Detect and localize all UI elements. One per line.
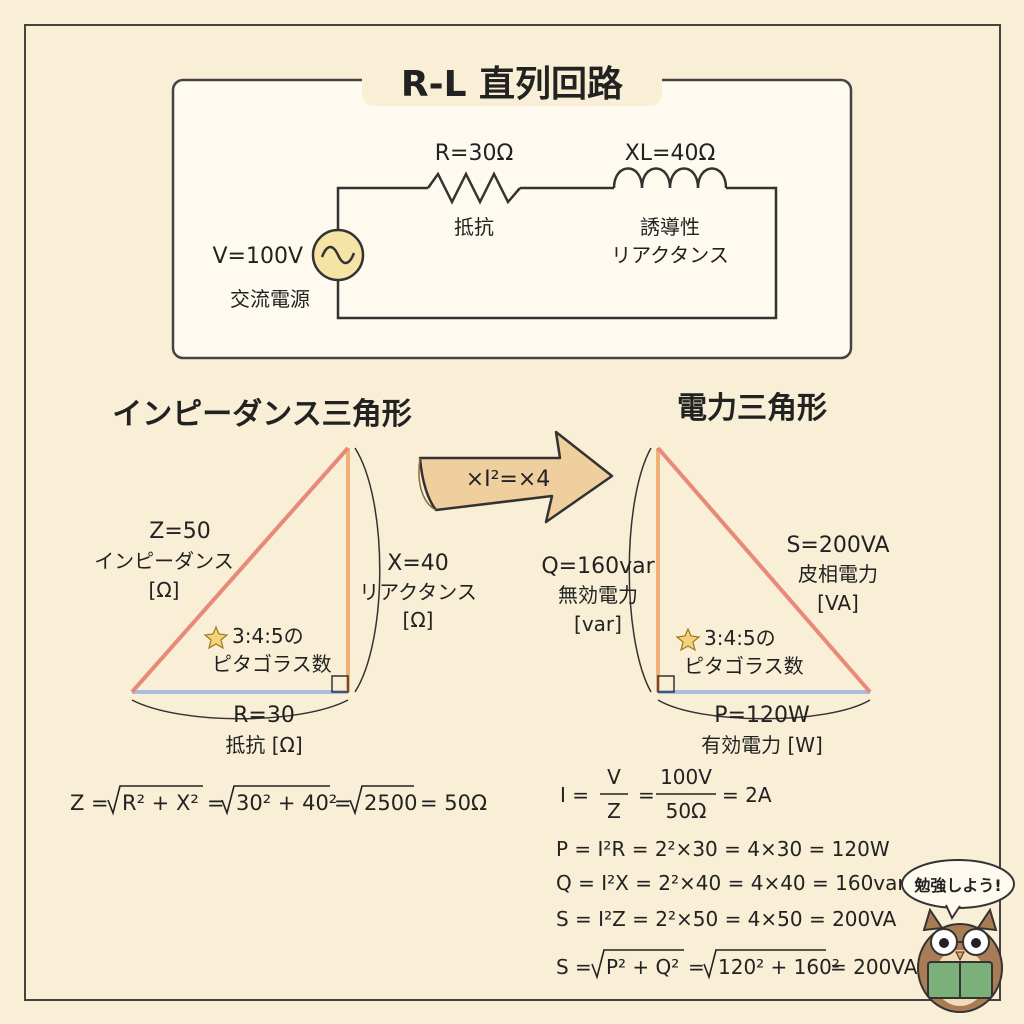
power-right-angle-mark (657, 675, 675, 693)
inductor-name-2: リアクタンス (611, 243, 729, 267)
outer-border (24, 24, 1001, 1001)
impedance-vertical-brace (354, 447, 381, 693)
impedance-base-name: 抵抗 [Ω] (225, 733, 302, 757)
current-formula-den-1: Z (607, 799, 621, 823)
s2-formula-tail: = 200VA (830, 955, 918, 979)
inductor-symbol (612, 167, 728, 189)
power-vertical-brace (628, 447, 652, 693)
current-formula-lhs: I = (560, 783, 589, 807)
resistor-value: R=30Ω (435, 141, 514, 166)
sqrt-sign (591, 949, 684, 980)
star-icon (203, 625, 229, 650)
power-triangle-heading: 電力三角形 (677, 391, 827, 426)
resistor-symbol (426, 171, 521, 205)
current-formula: I = V Z = 100V 50Ω = 2A (560, 765, 772, 823)
z-formula-root-2: 30² + 40² (236, 791, 337, 815)
impedance-hyp-name: インピーダンス (94, 549, 234, 573)
z-formula-eq-1: = (207, 791, 225, 815)
current-formula-den-2: 50Ω (666, 799, 707, 823)
resistor-name: 抵抗 (454, 215, 494, 239)
z-formula-root-3: 2500 (364, 791, 417, 815)
power-vert-unit: [var] (574, 612, 622, 636)
star-icon (675, 627, 701, 652)
current-formula-result: = 2A (722, 783, 772, 807)
sqrt-sign (703, 949, 826, 980)
page-title: R-L 直列回路 (401, 64, 624, 105)
source-name: 交流電源 (230, 287, 310, 311)
z-formula-lhs: Z = (70, 791, 109, 815)
s2-formula-root-2: 120² + 160² (718, 955, 840, 979)
inductor-name-1: 誘導性 (640, 215, 700, 239)
power-vert-name: 無効電力 (558, 583, 638, 607)
impedance-hyp-value: Z=50 (149, 519, 211, 544)
impedance-formula: Z = R² + X² = 30² + 40² = 2500 = 50Ω (70, 785, 487, 816)
transform-arrow (418, 430, 614, 524)
impedance-note-2: ピタゴラス数 (212, 652, 332, 676)
impedance-hyp-unit: [Ω] (149, 578, 180, 602)
power-note-2: ピタゴラス数 (684, 654, 804, 678)
power-hyp-value: S=200VA (786, 533, 889, 558)
power-hyp-name: 皮相電力 (798, 562, 878, 586)
power-vert-value: Q=160var (541, 554, 655, 579)
source-value: V=100V (212, 244, 303, 269)
power-hyp-unit: [VA] (817, 591, 859, 615)
power-base-brace (657, 699, 871, 720)
speech-bubble (901, 859, 1015, 921)
s2-formula-eq: = (688, 955, 705, 979)
impedance-vert-name: リアクタンス (359, 580, 477, 604)
power-base-name: 有効電力 [W] (701, 733, 823, 757)
s-pythagoras-formula: S = P² + Q² = 120² + 160² = 200VA (556, 949, 918, 980)
impedance-base-brace (131, 699, 349, 720)
current-formula-num-1: V (607, 765, 621, 789)
impedance-note-1: 3:4:5の (232, 624, 304, 648)
arrow-label: ×I²=×4 (466, 467, 551, 492)
inductor-value: XL=40Ω (625, 141, 716, 166)
impedance-vert-value: X=40 (387, 551, 449, 576)
owl-speech-text: 勉強しよう! (913, 876, 1001, 895)
sqrt-sign (107, 785, 203, 816)
impedance-vert-unit: [Ω] (403, 608, 434, 632)
s-formula: S = I²Z = 2²×50 = 4×50 = 200VA (556, 907, 897, 931)
ac-source-icon (311, 228, 365, 282)
impedance-base-value: R=30 (233, 703, 295, 728)
power-note-1: 3:4:5の (704, 626, 776, 650)
owl-mascot-icon (917, 907, 1003, 1013)
current-formula-num-2: 100V (660, 765, 712, 789)
sqrt-sign (349, 785, 414, 816)
current-formula-eq: = (638, 783, 655, 807)
circuit-panel (171, 78, 853, 360)
z-formula-root-1: R² + X² (122, 791, 199, 815)
impedance-right-angle-mark (331, 675, 349, 693)
z-formula-eq-2: = (334, 791, 352, 815)
p-formula: P = I²R = 2²×30 = 4×30 = 120W (556, 837, 890, 861)
q-formula: Q = I²X = 2²×40 = 4×40 = 160var (556, 871, 906, 895)
s2-formula-root-1: P² + Q² (606, 955, 679, 979)
title-backdrop (362, 60, 662, 106)
power-base-value: P=120W (714, 703, 810, 728)
impedance-hypotenuse (130, 446, 350, 694)
s2-formula-lhs: S = (556, 955, 592, 979)
power-hypotenuse (656, 446, 872, 694)
impedance-triangle-heading: インピーダンス三角形 (112, 397, 411, 432)
sqrt-sign (221, 785, 330, 816)
circuit-wires (336, 186, 778, 320)
z-formula-tail: = 50Ω (420, 791, 487, 815)
